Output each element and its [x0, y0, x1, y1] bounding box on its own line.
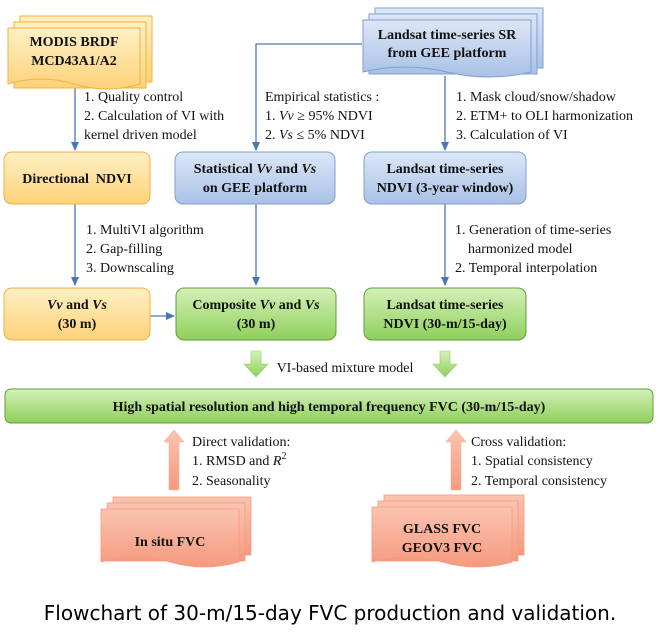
harmonized-step-1-cont: harmonized model — [468, 242, 573, 257]
figure-caption: Flowchart of 30-m/15-day FVC production … — [44, 601, 616, 625]
multivi-step-1: 1. MultiVI algorithm — [86, 223, 204, 238]
harmonized-step-2: 2. Temporal interpolation — [455, 261, 597, 276]
landsat-step-1: 1. Mask cloud/snow/shadow — [456, 90, 617, 105]
landsat-steps-note: 1. Mask cloud/snow/shadow 2. ETM+ to OLI… — [456, 90, 633, 143]
modis-label-line1: MODIS BRDF — [29, 35, 118, 50]
mixture-model-label: VI-based mixture model — [277, 361, 414, 376]
arrow-landsat-to-stat — [252, 43, 362, 151]
landsat-step-3: 3. Calculation of VI — [456, 128, 568, 143]
salmon-up-arrow-left — [163, 429, 185, 491]
geov3-fvc-label: GEOV3 FVC — [402, 541, 483, 556]
directional-ndvi-node: Directional NDVI — [3, 151, 151, 205]
direct-validation-1: 1. RMSD and R2 — [192, 451, 286, 469]
insitu-fvc-node: In situ FVC — [100, 496, 252, 568]
statistical-line1: Statistical Vv and Vs — [194, 162, 317, 177]
directional-ndvi-label: Directional NDVI — [22, 172, 131, 187]
multivi-steps-note: 1. MultiVI algorithm 2. Gap-filling 3. D… — [86, 223, 204, 276]
salmon-up-arrow-right — [445, 429, 467, 491]
empirical-rule-1: 1. Vv ≥ 95% NDVI — [265, 109, 373, 124]
connectors — [71, 43, 449, 320]
landsat-ndvi-3yr-node: Landsat time-series NDVI (3-year window) — [363, 151, 527, 205]
direct-validation-title: Direct validation: — [192, 435, 290, 450]
multivi-step-3: 3. Downscaling — [86, 261, 174, 276]
composite-line2: (30 m) — [237, 317, 276, 332]
landsat-ndvi-30m-line2: NDVI (30-m/15-day) — [383, 317, 507, 332]
fvc-output-node: High spatial resolution and high tempora… — [4, 388, 654, 424]
empirical-rule-2: 2. Vs ≤ 5% NDVI — [265, 128, 365, 143]
empirical-statistics-note: Empirical statistics : 1. Vv ≥ 95% NDVI … — [265, 90, 379, 143]
landsat-ndvi-30m-node: Landsat time-series NDVI (30-m/15-day) — [363, 287, 527, 341]
insitu-fvc-label: In situ FVC — [135, 535, 206, 550]
landsat-step-2: 2. ETM+ to OLI harmonization — [456, 109, 633, 124]
validation-arrows — [163, 429, 467, 491]
empirical-title: Empirical statistics : — [265, 90, 379, 105]
cross-validation-title: Cross validation: — [471, 435, 566, 450]
landsat-sr-node: Landsat time-series SR from GEE platform — [362, 7, 544, 78]
harmonized-steps-note: 1. Generation of time-series harmonized … — [455, 223, 611, 276]
landsat-ndvi-3yr-line1: Landsat time-series — [386, 162, 504, 177]
composite-vv-vs-node: Composite Vv and Vs (30 m) — [175, 287, 337, 341]
vv-vs-line2: (30 m) — [58, 317, 97, 332]
landsat-ndvi-3yr-line2: NDVI (3-year window) — [377, 181, 514, 196]
vv-vs-30m-node: Vv and Vs (30 m) — [3, 287, 151, 341]
cross-validation-note: Cross validation: 1. Spatial consistency… — [471, 435, 607, 489]
vv-vs-line1: Vv and Vs — [47, 298, 107, 313]
fvc-output-label: High spatial resolution and high tempora… — [113, 400, 546, 415]
harmonized-step-1: 1. Generation of time-series — [455, 223, 611, 238]
statistical-line2: on GEE platform — [203, 181, 308, 196]
landsat-sr-line2: from GEE platform — [388, 46, 507, 61]
green-down-arrow-left — [243, 350, 269, 378]
modis-step-3: kernel driven model — [84, 128, 197, 143]
glass-geov3-node: GLASS FVC GEOV3 FVC — [371, 494, 525, 568]
modis-step-2: 2. Calculation of VI with — [84, 109, 224, 124]
modis-label-line2: MCD43A1/A2 — [31, 54, 117, 69]
composite-line1: Composite Vv and Vs — [192, 298, 320, 313]
landsat-ndvi-30m-line1: Landsat time-series — [386, 298, 504, 313]
cross-validation-1: 1. Spatial consistency — [471, 454, 593, 469]
direct-validation-note: Direct validation: 1. RMSD and R2 2. Sea… — [192, 435, 290, 489]
modis-brdf-node: MODIS BRDF MCD43A1/A2 — [7, 15, 153, 90]
landsat-sr-line1: Landsat time-series SR — [378, 28, 517, 43]
statistical-vv-vs-node: Statistical Vv and Vs on GEE platform — [174, 151, 336, 205]
modis-steps-note: 1. Quality control 2. Calculation of VI … — [84, 90, 224, 143]
green-down-arrow-right — [432, 350, 458, 378]
direct-validation-2: 2. Seasonality — [192, 474, 271, 489]
cross-validation-2: 2. Temporal consistency — [471, 474, 607, 489]
mixture-arrows — [243, 350, 458, 378]
modis-step-1: 1. Quality control — [84, 90, 183, 105]
multivi-step-2: 2. Gap-filling — [86, 242, 162, 257]
glass-fvc-label: GLASS FVC — [403, 522, 481, 537]
